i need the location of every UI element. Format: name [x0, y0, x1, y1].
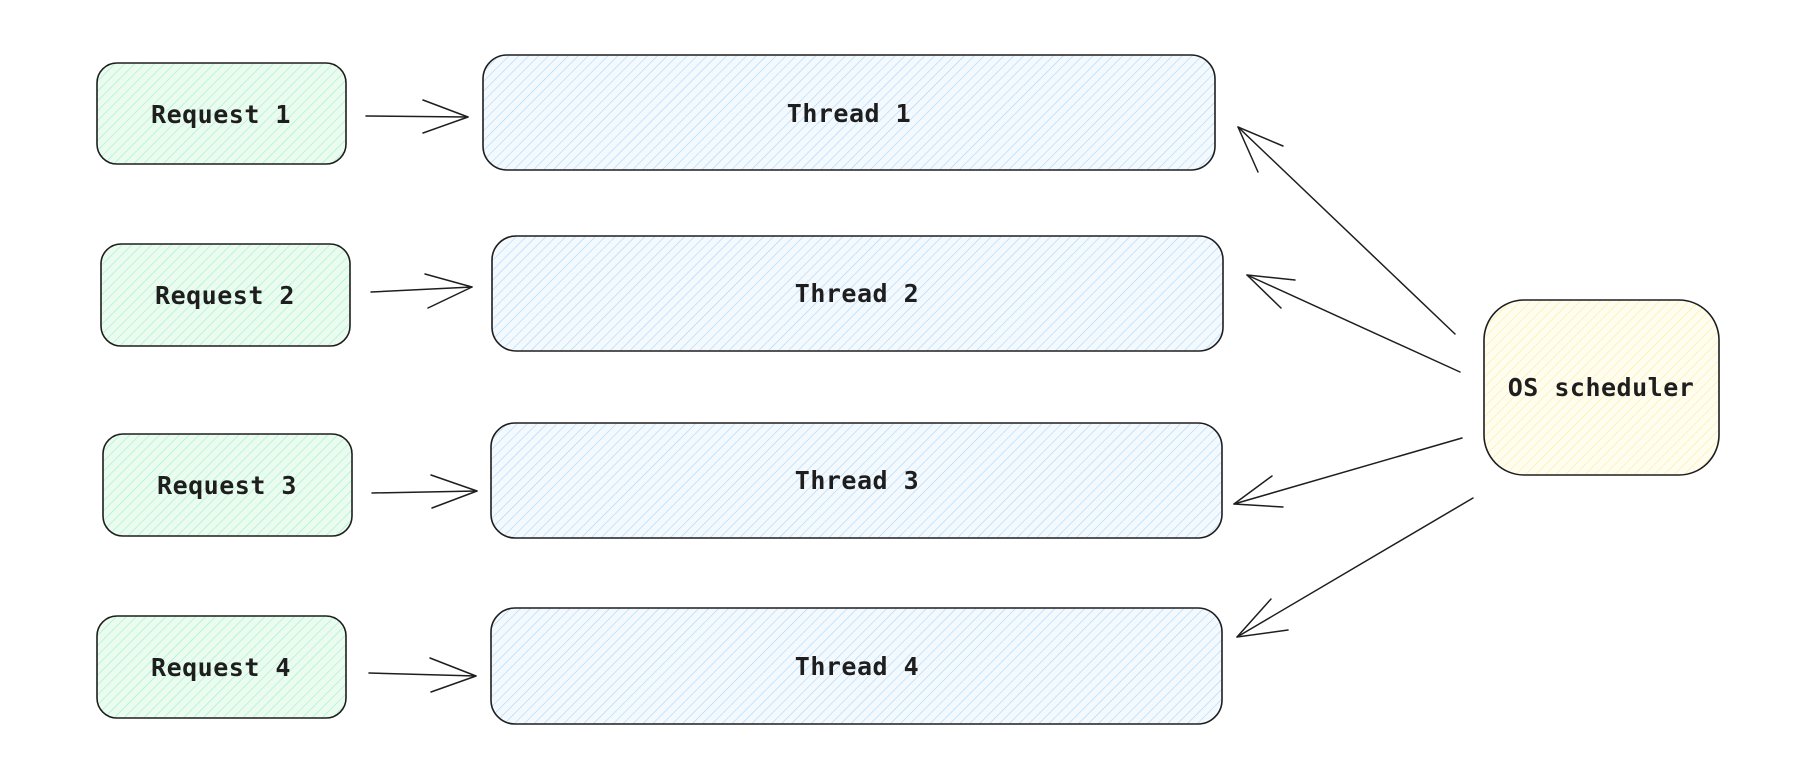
request-node-1: Request 1 [96, 62, 347, 165]
arrow-scheduler-to-thread-2 [1246, 274, 1461, 373]
arrow-request-3-to-thread-3 [371, 474, 478, 509]
request-node-3: Request 3 [102, 433, 353, 537]
thread-node-2: Thread 2 [491, 235, 1224, 352]
thread-label: Thread 2 [795, 279, 919, 308]
thread-node-3: Thread 3 [490, 422, 1223, 539]
thread-label: Thread 4 [795, 652, 919, 681]
request-label: Request 1 [151, 100, 291, 129]
arrow-scheduler-to-thread-4 [1236, 497, 1474, 638]
thread-label: Thread 1 [787, 99, 911, 128]
arrow-scheduler-to-thread-3 [1233, 437, 1463, 508]
scheduler-label: OS scheduler [1508, 373, 1695, 402]
arrow-request-2-to-thread-2 [370, 273, 473, 309]
request-node-4: Request 4 [96, 615, 347, 719]
os-scheduler-node: OS scheduler [1483, 299, 1720, 476]
request-label: Request 4 [151, 653, 291, 682]
request-label: Request 2 [155, 281, 295, 310]
request-label: Request 3 [157, 471, 297, 500]
thread-node-4: Thread 4 [490, 607, 1223, 725]
thread-node-1: Thread 1 [482, 54, 1216, 171]
arrow-scheduler-to-thread-1 [1237, 126, 1456, 335]
request-node-2: Request 2 [100, 243, 351, 347]
arrow-request-4-to-thread-4 [368, 657, 477, 693]
thread-label: Thread 3 [795, 466, 919, 495]
arrow-request-1-to-thread-1 [365, 99, 469, 134]
